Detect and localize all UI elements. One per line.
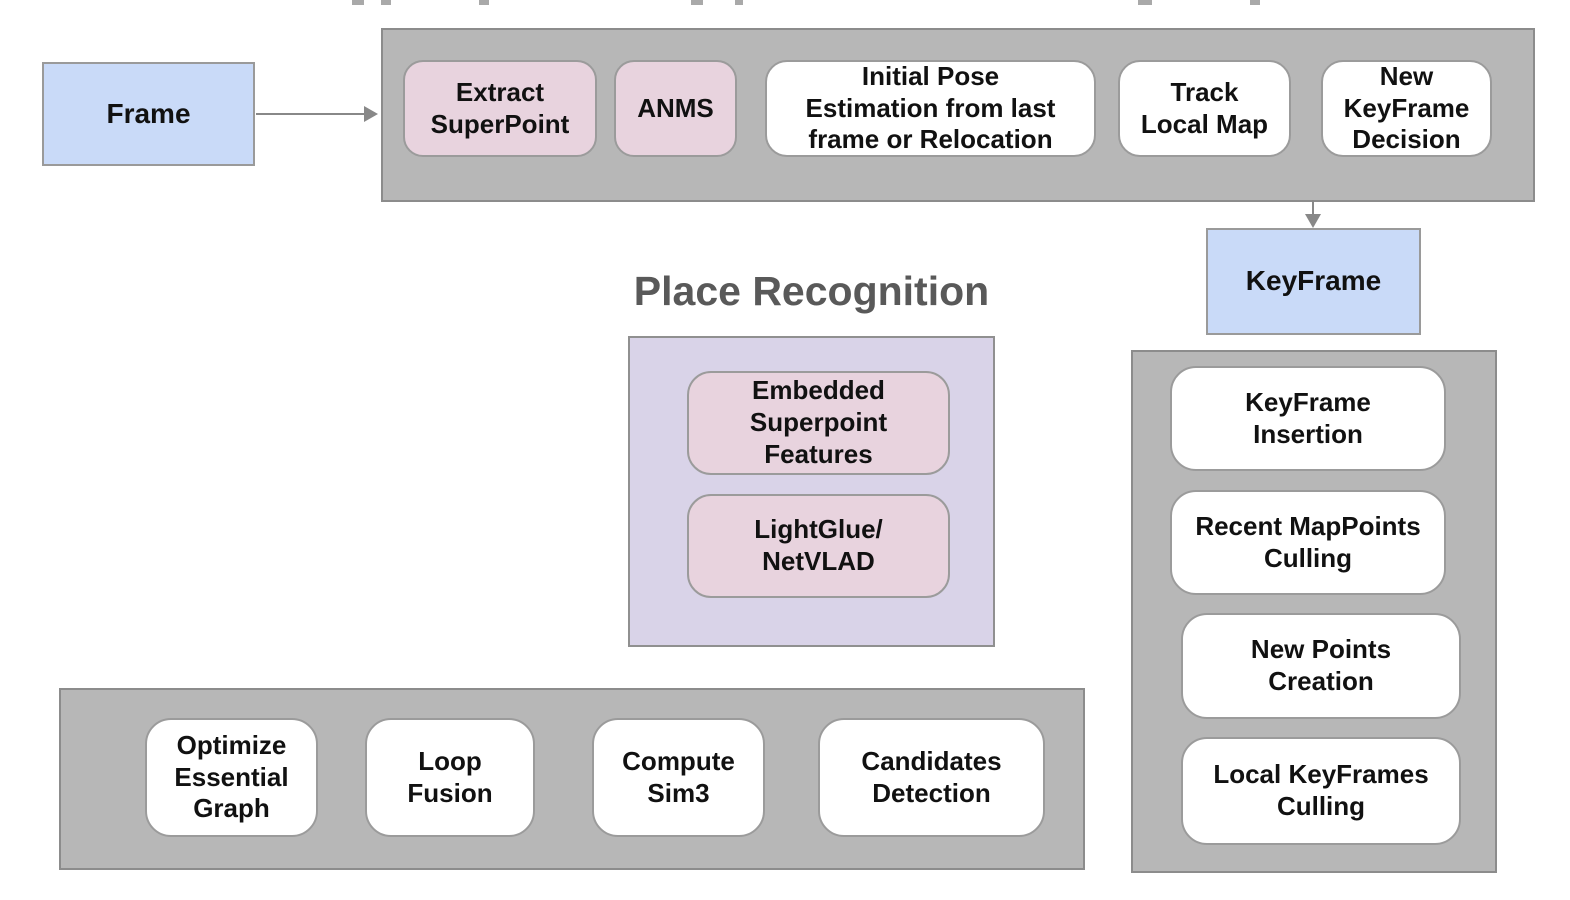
loop-fusion-box: Loop Fusion — [365, 718, 535, 837]
optimize-essential-graph-label: Optimize Essential Graph — [174, 729, 289, 824]
extract-superpoint-label: Extract SuperPoint — [430, 76, 570, 139]
arrow-line — [1312, 200, 1314, 216]
arrow-head-icon — [1305, 214, 1321, 228]
new-keyframe-decision-label: New KeyFrame Decision — [1343, 60, 1470, 155]
track-local-map-box: Track Local Map — [1118, 60, 1291, 157]
title-fragment — [691, 0, 703, 5]
title-fragment — [1138, 0, 1152, 5]
lightglue-netvlad-box: LightGlue/ NetVLAD — [687, 494, 950, 598]
local-keyframes-culling-box: Local KeyFrames Culling — [1181, 737, 1461, 845]
extract-superpoint-box: Extract SuperPoint — [403, 60, 597, 157]
compute-sim3-box: Compute Sim3 — [592, 718, 765, 837]
new-points-creation-box: New Points Creation — [1181, 613, 1461, 719]
title-fragment — [735, 0, 743, 5]
embedded-superpoint-features-label: Embedded Superpoint Features — [749, 375, 888, 469]
compute-sim3-label: Compute Sim3 — [622, 745, 735, 808]
keyframe-insertion-label: KeyFrame Insertion — [1245, 386, 1371, 449]
candidates-detection-box: Candidates Detection — [818, 718, 1045, 837]
title-fragment — [352, 0, 364, 5]
frame-node: Frame — [42, 62, 255, 166]
title-fragment — [479, 0, 489, 5]
recent-mappoints-culling-box: Recent MapPoints Culling — [1170, 490, 1446, 595]
title-fragment — [381, 0, 391, 5]
arrow-head-icon — [364, 106, 378, 122]
initial-pose-estimation-box: Initial Pose Estimation from last frame … — [765, 60, 1096, 157]
new-points-creation-label: New Points Creation — [1250, 634, 1392, 696]
anms-label: ANMS — [637, 92, 714, 123]
keyframe-node-label: KeyFrame — [1245, 265, 1382, 297]
keyframe-node: KeyFrame — [1206, 228, 1421, 335]
arrow-line — [256, 113, 366, 115]
anms-box: ANMS — [614, 60, 737, 157]
frame-node-label: Frame — [106, 97, 191, 129]
local-keyframes-culling-label: Local KeyFrames Culling — [1213, 759, 1429, 821]
lightglue-netvlad-label: LightGlue/ NetVLAD — [754, 514, 883, 576]
loop-fusion-label: Loop Fusion — [407, 745, 493, 808]
optimize-essential-graph-box: Optimize Essential Graph — [145, 718, 318, 837]
new-keyframe-decision-box: New KeyFrame Decision — [1321, 60, 1492, 157]
embedded-superpoint-features-box: Embedded Superpoint Features — [687, 371, 950, 475]
candidates-detection-label: Candidates Detection — [861, 745, 1002, 808]
keyframe-insertion-box: KeyFrame Insertion — [1170, 366, 1446, 471]
track-local-map-label: Track Local Map — [1140, 76, 1269, 139]
recent-mappoints-culling-label: Recent MapPoints Culling — [1195, 510, 1421, 573]
title-fragment — [1250, 0, 1260, 5]
place-recognition-title: Place Recognition — [633, 268, 990, 314]
initial-pose-estimation-label: Initial Pose Estimation from last frame … — [805, 60, 1056, 155]
